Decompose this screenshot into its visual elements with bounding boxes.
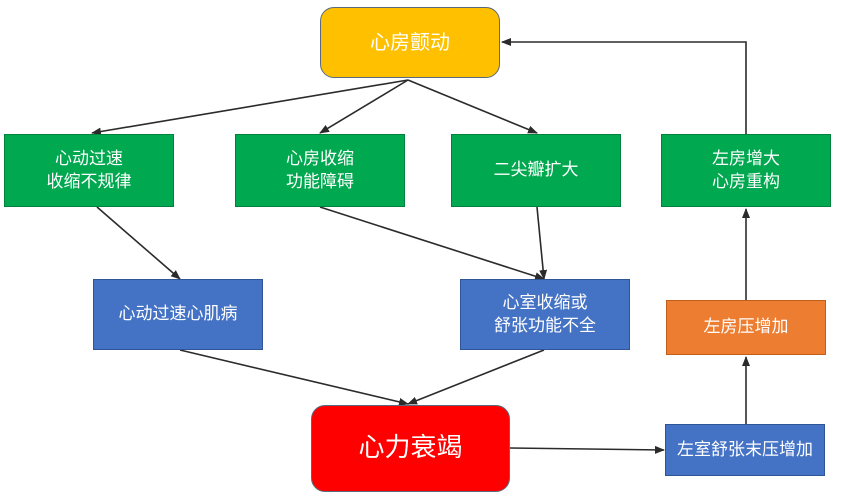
ventricular-dysfunction-box: 心室收缩或 舒张功能不全 xyxy=(460,279,630,350)
edge-rapid-to-cardiomyopathy xyxy=(96,206,181,280)
atrial-fibrillation-label: 心房颤动 xyxy=(370,30,450,54)
edge-ventricular-to-hf xyxy=(407,349,545,405)
atrial-fibrillation-box: 心房颤动 xyxy=(320,7,500,78)
edge-hf-to-lvedp xyxy=(509,445,665,454)
edge-af-to-atrial-dysfunction xyxy=(319,79,409,134)
heart-failure-label: 心力衰竭 xyxy=(358,432,463,463)
la-pressure-box: 左房压增加 xyxy=(666,300,826,355)
edge-cardiomyopathy-to-hf xyxy=(179,349,409,406)
rapid-irregular-box: 心动过速 收缩不规律 xyxy=(4,134,174,207)
edge-atrial-dysfunction-to-ventricular xyxy=(319,206,545,281)
lvedp-label: 左室舒张末压增加 xyxy=(677,439,813,460)
lvedp-box: 左室舒张末压增加 xyxy=(665,424,825,476)
edge-af-to-rapid xyxy=(91,79,409,136)
heart-failure-box: 心力衰竭 xyxy=(311,405,510,492)
ventricular-dysfunction-label: 心室收缩或 舒张功能不全 xyxy=(494,292,596,336)
tachy-cardiomyopathy-box: 心动过速心肌病 xyxy=(93,279,263,350)
mitral-dilation-box: 二尖瓣扩大 xyxy=(451,134,621,207)
tachy-cardiomyopathy-label: 心动过速心肌病 xyxy=(118,304,238,325)
edge-af-to-mitral xyxy=(407,79,538,134)
atrial-dysfunction-label: 心房收缩 功能障碍 xyxy=(286,148,354,192)
atrial-dysfunction-box: 心房收缩 功能障碍 xyxy=(235,134,405,207)
edge-mitral-to-ventricular xyxy=(536,206,548,280)
rapid-irregular-label: 心动过速 收缩不规律 xyxy=(46,148,132,192)
edge-la-enlargement-to-af xyxy=(501,38,747,134)
la-enlargement-label: 左房增大 心房重构 xyxy=(712,148,780,192)
la-enlargement-box: 左房增大 心房重构 xyxy=(661,134,831,207)
mitral-dilation-label: 二尖瓣扩大 xyxy=(493,160,579,181)
la-pressure-label: 左房压增加 xyxy=(703,317,789,338)
